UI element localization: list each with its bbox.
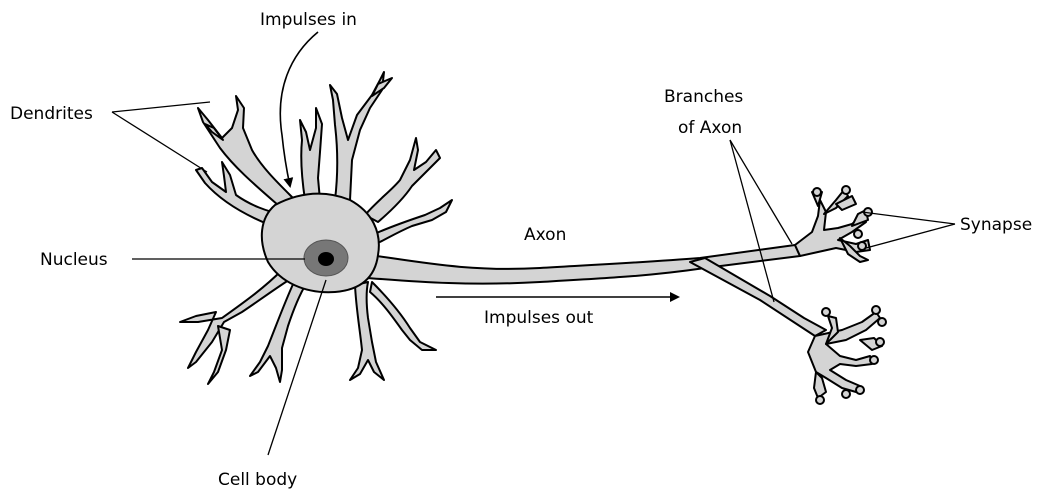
label-cell-body: Cell body: [218, 470, 297, 490]
label-impulses-out: Impulses out: [484, 308, 594, 328]
lower-terminals: [808, 306, 886, 404]
upper-terminals: [795, 186, 872, 262]
label-branches-line1: Branches: [664, 87, 743, 107]
label-axon: Axon: [524, 225, 566, 245]
label-dendrites: Dendrites: [10, 104, 93, 124]
label-nucleus: Nucleus: [40, 250, 108, 270]
label-synapse: Synapse: [960, 215, 1032, 235]
label-branches-line2: of Axon: [678, 118, 742, 138]
nucleus: [304, 240, 348, 276]
label-impulses-in: Impulses in: [260, 10, 357, 30]
axon: [368, 245, 826, 336]
